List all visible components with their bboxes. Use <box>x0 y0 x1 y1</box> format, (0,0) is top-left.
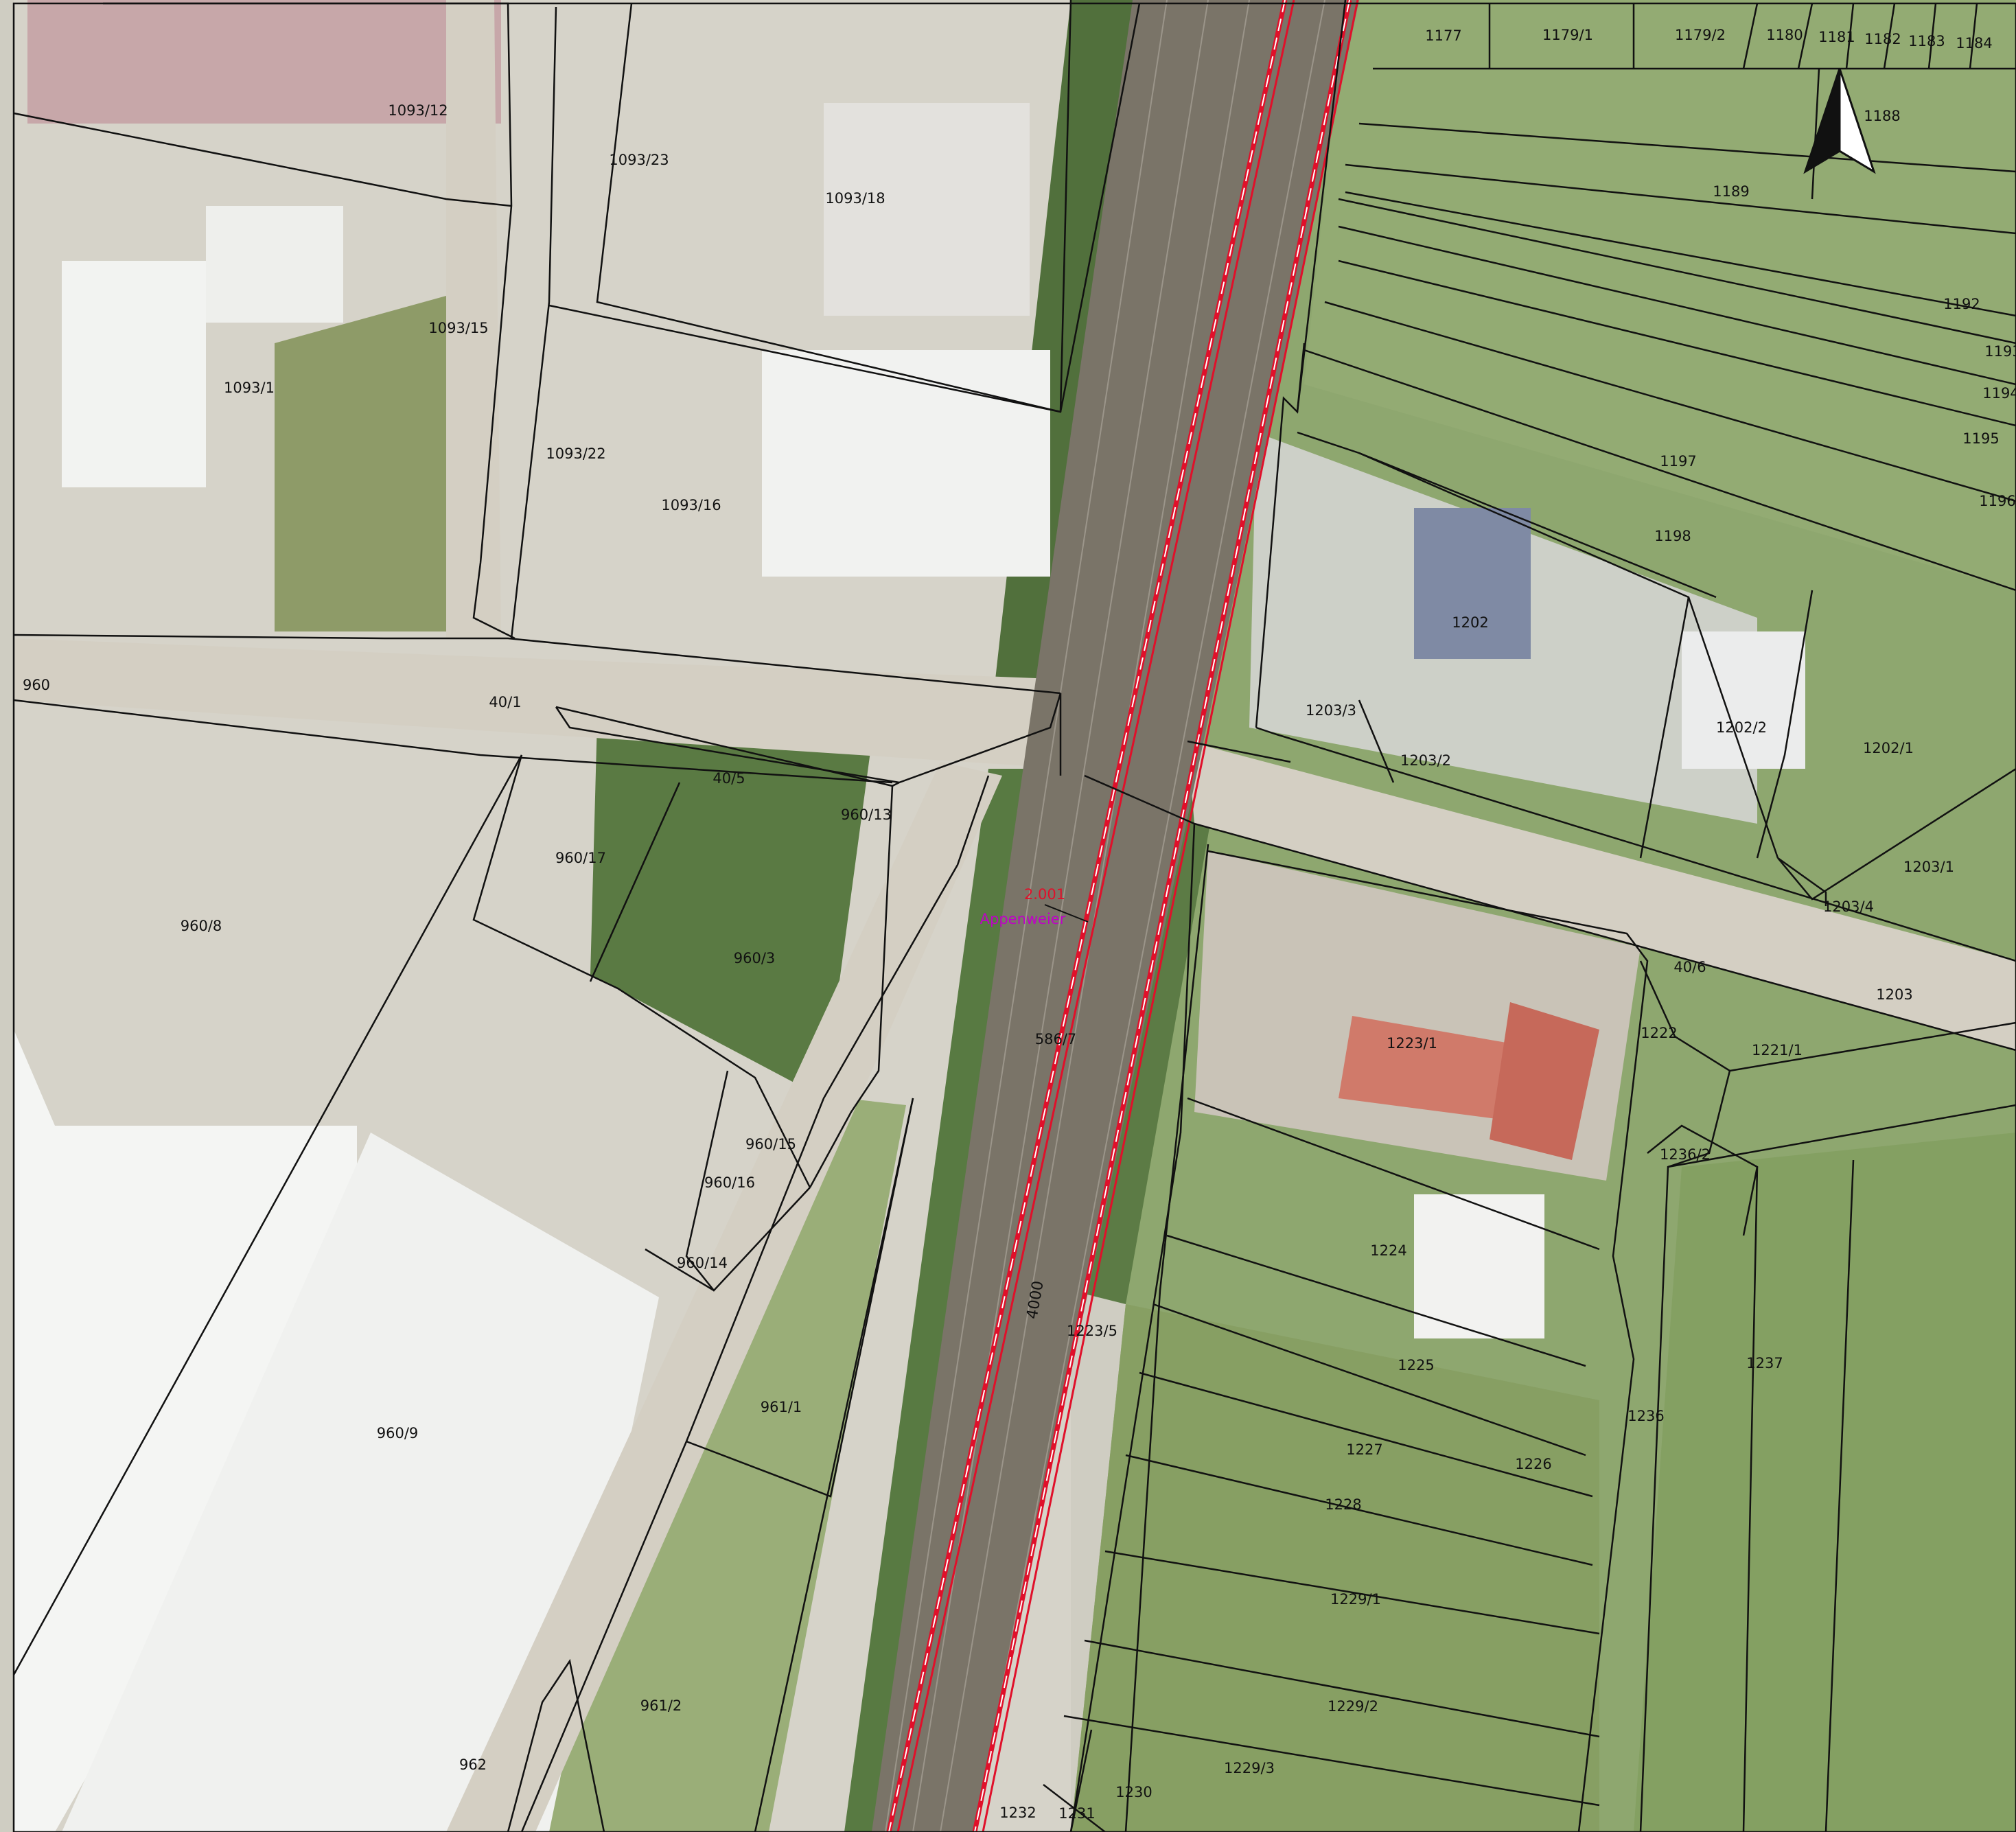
parcel-label: 1193 <box>1984 343 2016 360</box>
parcel-label: 1202 <box>1452 614 1488 631</box>
station-name: Appenweier <box>980 911 1066 927</box>
parcel-label: 961/1 <box>761 1399 802 1415</box>
parcel-label: 1198 <box>1654 528 1691 544</box>
parcel-label: 1236 <box>1627 1408 1664 1424</box>
parcel-label: 1202/2 <box>1716 719 1767 736</box>
parcel-label: 1093/1 <box>224 380 275 396</box>
km-marker: 2.001 <box>1024 886 1065 903</box>
parcel-label: 1179/2 <box>1675 27 1726 43</box>
parcel-label: 1232 <box>999 1805 1036 1821</box>
parcel-label: 1221/1 <box>1752 1042 1803 1058</box>
parcel-label: 961/2 <box>640 1697 682 1714</box>
parcel-label: 1179/1 <box>1542 27 1593 43</box>
parcel-label: 960/3 <box>734 950 776 966</box>
parcel-label: 1189 <box>1713 183 1749 200</box>
parcel-label: 1093/12 <box>388 102 448 119</box>
parcel-label: 960 <box>23 677 50 693</box>
parcel-label: 960/15 <box>745 1136 796 1152</box>
parcel-label: 960/9 <box>377 1425 419 1441</box>
parcel-label: 960/8 <box>181 918 222 934</box>
parcel-label: 1195 <box>1962 430 1999 447</box>
railway <box>872 0 1359 1832</box>
parcel-label: 1197 <box>1660 453 1696 469</box>
parcel-label: 1093/23 <box>609 152 669 168</box>
parcel-label: 1183 <box>1908 33 1945 49</box>
parcel-label: 1223/1 <box>1387 1035 1437 1052</box>
parcel-label: 1203/4 <box>1823 898 1874 915</box>
parcel-label: 1225 <box>1398 1357 1434 1373</box>
parcel-label: 1203/1 <box>1903 859 1954 875</box>
parcel-label: 1236/2 <box>1660 1146 1711 1163</box>
parcel-label: 960/13 <box>841 807 892 823</box>
parcel-label: 1202/1 <box>1863 740 1914 756</box>
parcel-label: 1224 <box>1370 1242 1406 1259</box>
parcel-label: 40/5 <box>712 770 745 787</box>
north-arrow-icon <box>1803 68 1876 174</box>
parcel-label: 1180 <box>1766 27 1803 43</box>
parcel-label: 1181 <box>1818 29 1855 45</box>
parcel-label: 1229/2 <box>1328 1698 1378 1715</box>
parcel-label: 962 <box>459 1756 487 1773</box>
parcel-label: 960/17 <box>555 850 606 866</box>
parcel-label: 1188 <box>1864 108 1900 124</box>
parcel-label: 1231 <box>1058 1805 1095 1822</box>
parcel-label: 1237 <box>1746 1355 1783 1371</box>
parcel-label: 1229/3 <box>1224 1760 1275 1776</box>
parcel-label: 1222 <box>1641 1025 1677 1041</box>
parcel-label: 1177 <box>1425 27 1461 44</box>
parcel-label: 1203 <box>1876 986 1912 1003</box>
parcel-boundaries <box>12 0 2016 1832</box>
parcel-label: 1196 <box>1979 493 2015 509</box>
parcel-label: 960/14 <box>677 1255 728 1271</box>
track-red-east <box>972 0 1359 1832</box>
parcel-label: 1093/16 <box>661 497 721 513</box>
parcel-label: 1228 <box>1325 1496 1361 1513</box>
parcel-label: 1226 <box>1515 1456 1551 1472</box>
track-red-west <box>886 0 1295 1832</box>
parcel-label: 960/16 <box>704 1174 755 1191</box>
parcel-label: 1229/1 <box>1330 1591 1381 1608</box>
parcel-label: 1182 <box>1864 31 1901 47</box>
parcel-label: 1194 <box>1982 385 2016 402</box>
parcel-label: 1230 <box>1115 1784 1152 1800</box>
parcel-label: 1223/5 <box>1067 1323 1117 1339</box>
parcel-label: 1093/18 <box>825 190 885 207</box>
parcel-label: 1227 <box>1346 1441 1382 1458</box>
parcel-label: 1093/22 <box>546 445 605 462</box>
parcel-label: 1203/3 <box>1306 702 1356 719</box>
parcel-label: 40/1 <box>489 694 521 710</box>
parcel-label: 1184 <box>1956 35 1992 51</box>
parcel-label: 40/6 <box>1673 959 1706 975</box>
parcel-label: 1203/2 <box>1400 752 1451 769</box>
parcel-label: 1192 <box>1943 296 1980 312</box>
parcel-labels: 1093/12 1093/23 1093/18 1093/15 1093/1 1… <box>23 27 2016 1822</box>
parcel-label: 586/7 <box>1035 1031 1077 1047</box>
parcel-label: 1093/15 <box>428 320 488 336</box>
